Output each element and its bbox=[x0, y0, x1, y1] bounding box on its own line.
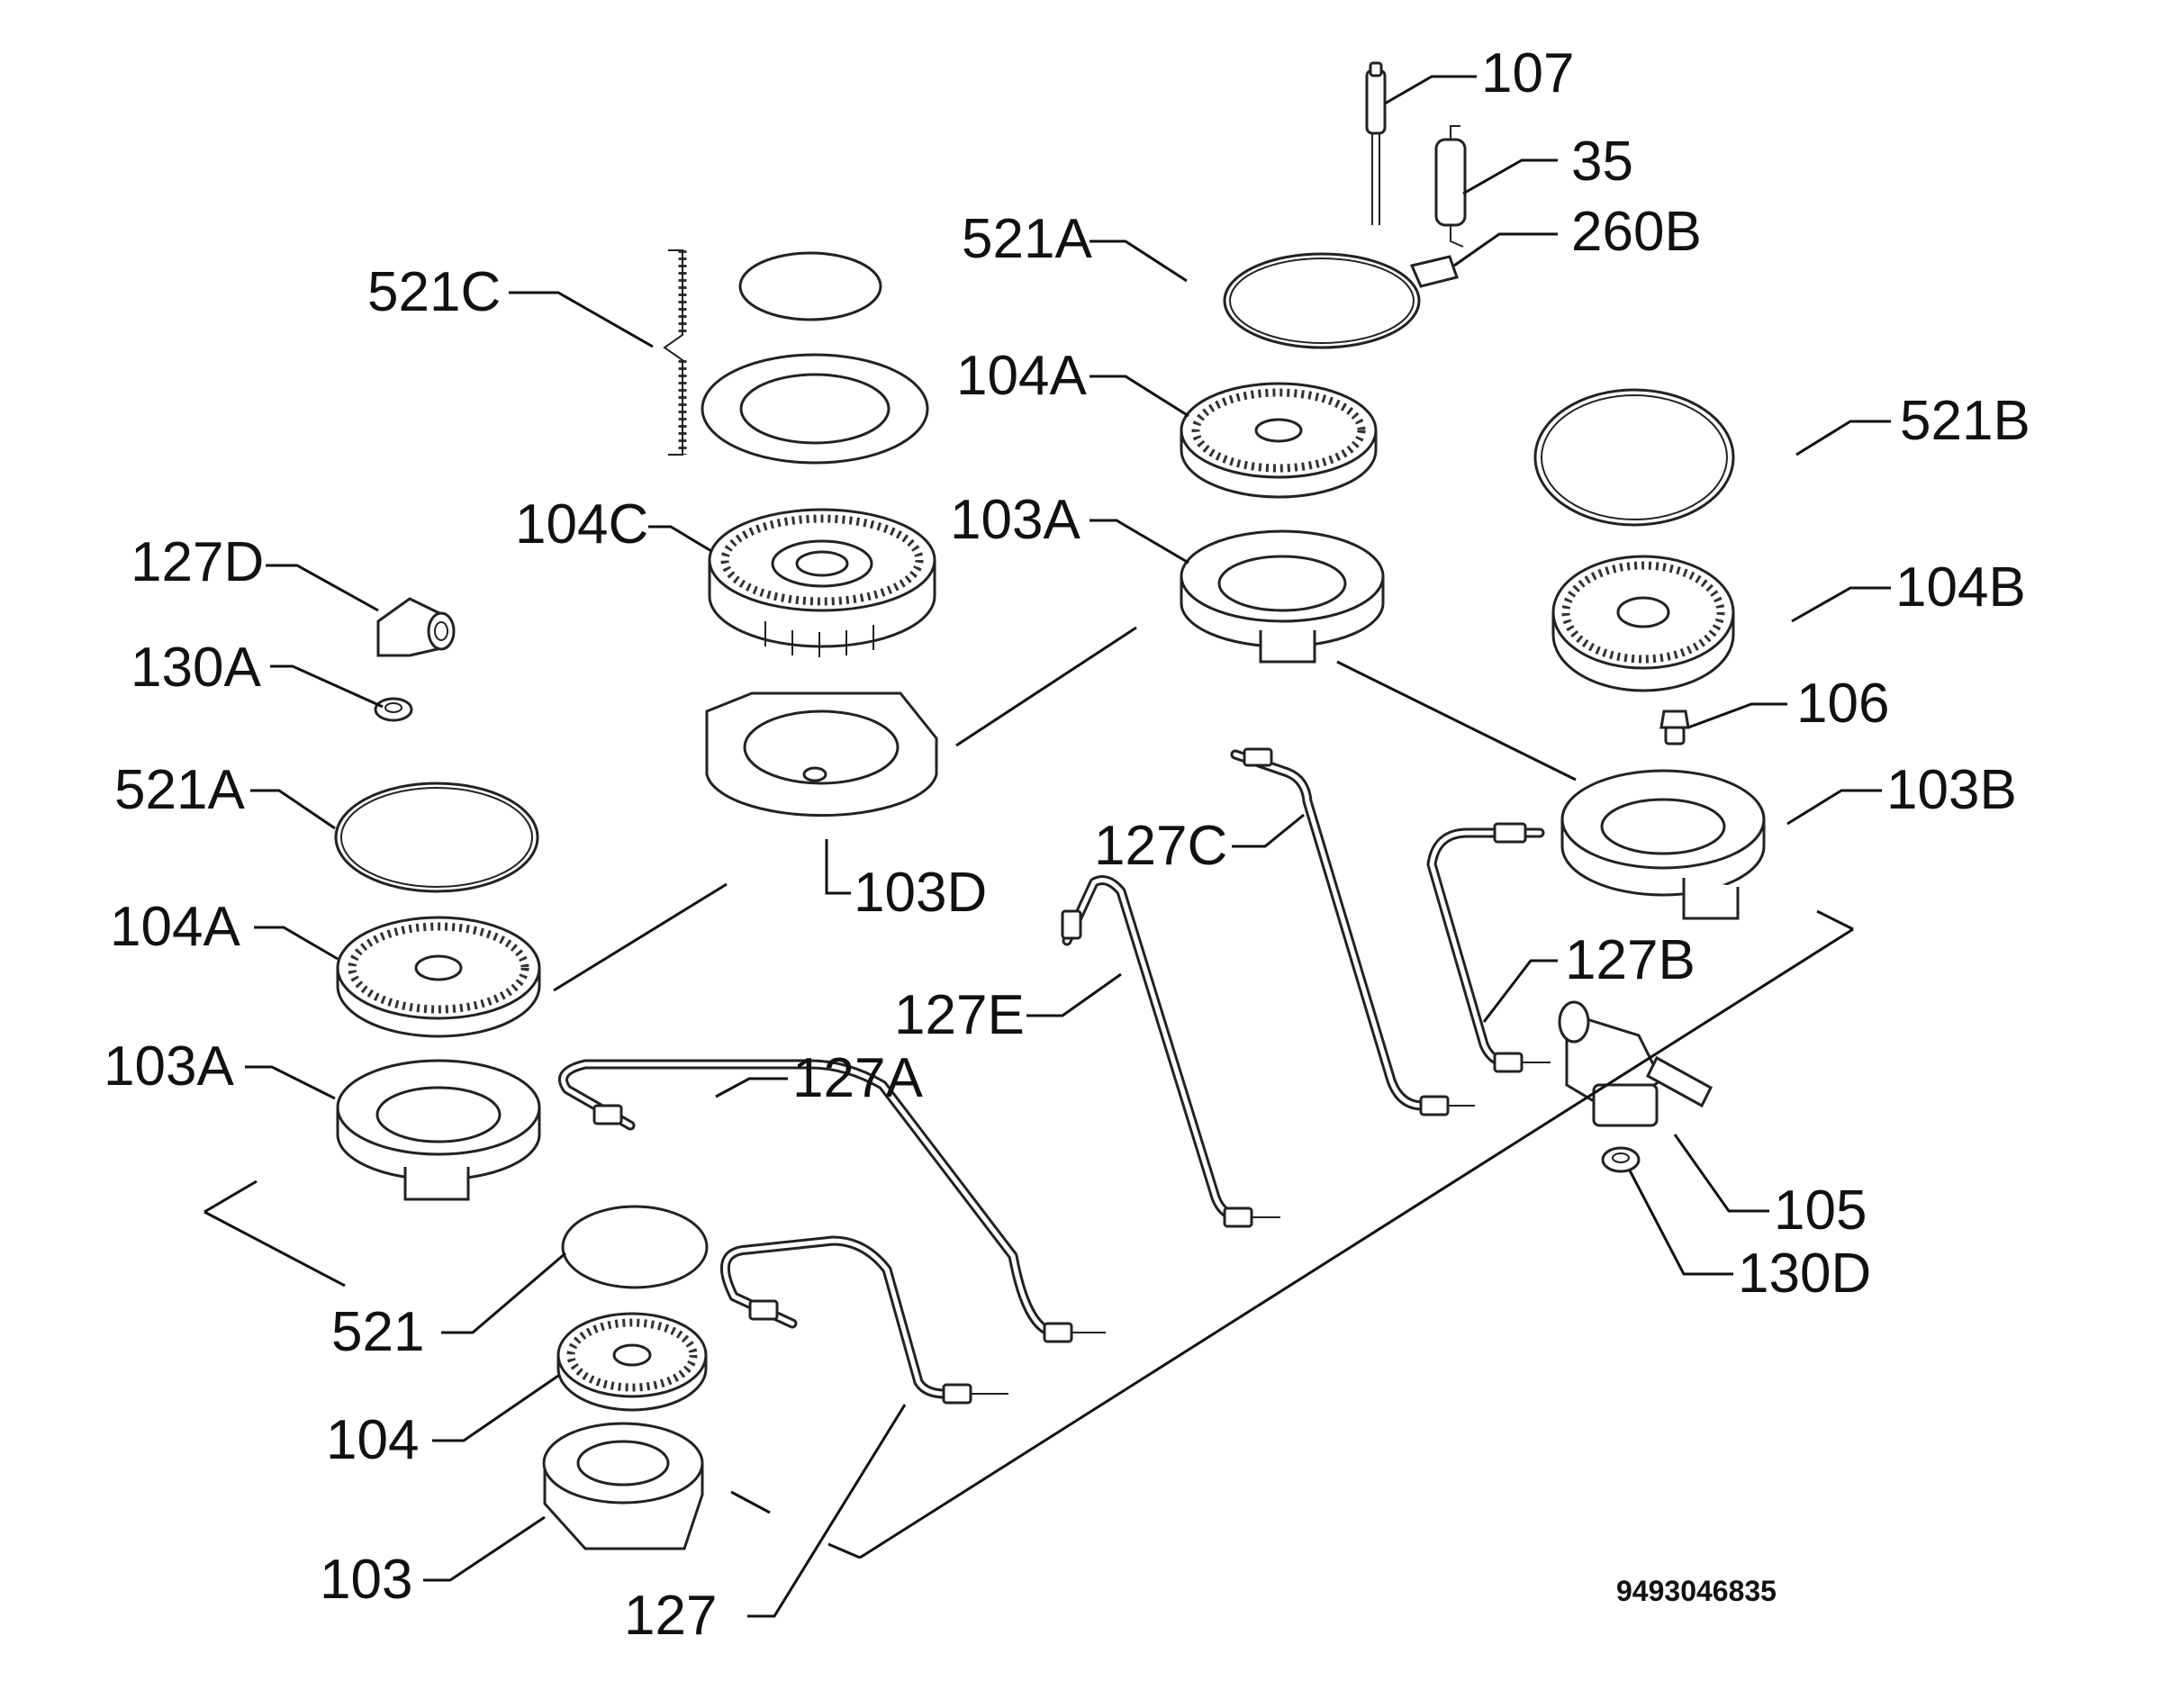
part-103a-top-base bbox=[1180, 529, 1385, 664]
part-521a-left-cap bbox=[334, 782, 539, 893]
leader-lines bbox=[245, 75, 1891, 1618]
callout-104a-left: 104A bbox=[110, 896, 240, 958]
callout-260b: 260B bbox=[1571, 201, 1702, 263]
callout-107: 107 bbox=[1481, 42, 1574, 104]
callout-127e: 127E bbox=[894, 984, 1025, 1046]
part-105-valve bbox=[1558, 1000, 1713, 1127]
callout-127a: 127A bbox=[792, 1047, 923, 1109]
pipe-127e bbox=[1061, 875, 1280, 1228]
callout-127c: 127C bbox=[1094, 815, 1227, 877]
part-127d-elbow bbox=[376, 597, 456, 657]
callout-103d: 103D bbox=[854, 862, 987, 924]
part-521-cap bbox=[561, 1205, 709, 1289]
callout-521b: 521B bbox=[1900, 390, 2030, 452]
part-104a-top-crown bbox=[1180, 382, 1378, 499]
part-104-crown bbox=[556, 1312, 708, 1412]
part-103b-base bbox=[1560, 769, 1766, 920]
part-104a-left-crown bbox=[336, 916, 541, 1038]
callout-103a-top: 103A bbox=[950, 489, 1080, 551]
callout-106: 106 bbox=[1796, 673, 1889, 735]
assembly-frame-lines bbox=[203, 626, 1854, 1559]
part-260b-clip bbox=[1409, 255, 1459, 288]
pipe-127a bbox=[558, 1059, 1106, 1343]
part-35-electrode bbox=[1434, 125, 1467, 248]
part-104c-crown bbox=[708, 508, 936, 657]
callout-104b: 104B bbox=[1895, 556, 2026, 619]
callout-103a-left: 103A bbox=[104, 1035, 234, 1098]
part-104b-crown bbox=[1551, 555, 1735, 692]
callout-521a-top: 521A bbox=[962, 208, 1092, 270]
part-521a-top-cap bbox=[1223, 252, 1421, 349]
callout-105: 105 bbox=[1774, 1179, 1867, 1242]
part-103d-base bbox=[705, 691, 938, 818]
callout-521c: 521C bbox=[367, 261, 501, 323]
callout-521a-left: 521A bbox=[114, 759, 245, 821]
callout-103b: 103B bbox=[1886, 759, 2017, 821]
callout-103: 103 bbox=[320, 1549, 412, 1611]
callout-104a-top: 104A bbox=[956, 345, 1087, 407]
callout-521: 521 bbox=[331, 1301, 424, 1363]
callout-127b: 127B bbox=[1565, 929, 1695, 991]
callout-35: 35 bbox=[1571, 131, 1633, 193]
callout-127: 127 bbox=[624, 1585, 717, 1647]
pipe-127 bbox=[719, 1235, 1008, 1405]
part-521c-cap-set bbox=[663, 249, 929, 465]
part-130a-washer bbox=[374, 697, 413, 722]
part-107-thermocouple bbox=[1365, 61, 1387, 225]
part-106-injector bbox=[1659, 709, 1690, 746]
callout-104: 104 bbox=[326, 1409, 419, 1471]
part-130d-washer bbox=[1601, 1146, 1641, 1173]
callout-130d: 130D bbox=[1738, 1243, 1871, 1305]
part-521b-cap bbox=[1533, 388, 1735, 527]
callout-104c: 104C bbox=[515, 493, 648, 556]
callout-130a: 130A bbox=[131, 637, 261, 699]
pipe-127b bbox=[1426, 822, 1551, 1073]
pipe-127c bbox=[1230, 747, 1475, 1116]
document-number: 9493046835 bbox=[1616, 1575, 1777, 1607]
part-103-base bbox=[542, 1422, 704, 1550]
callout-127d: 127D bbox=[131, 531, 264, 593]
part-103a-left-base bbox=[336, 1059, 541, 1201]
